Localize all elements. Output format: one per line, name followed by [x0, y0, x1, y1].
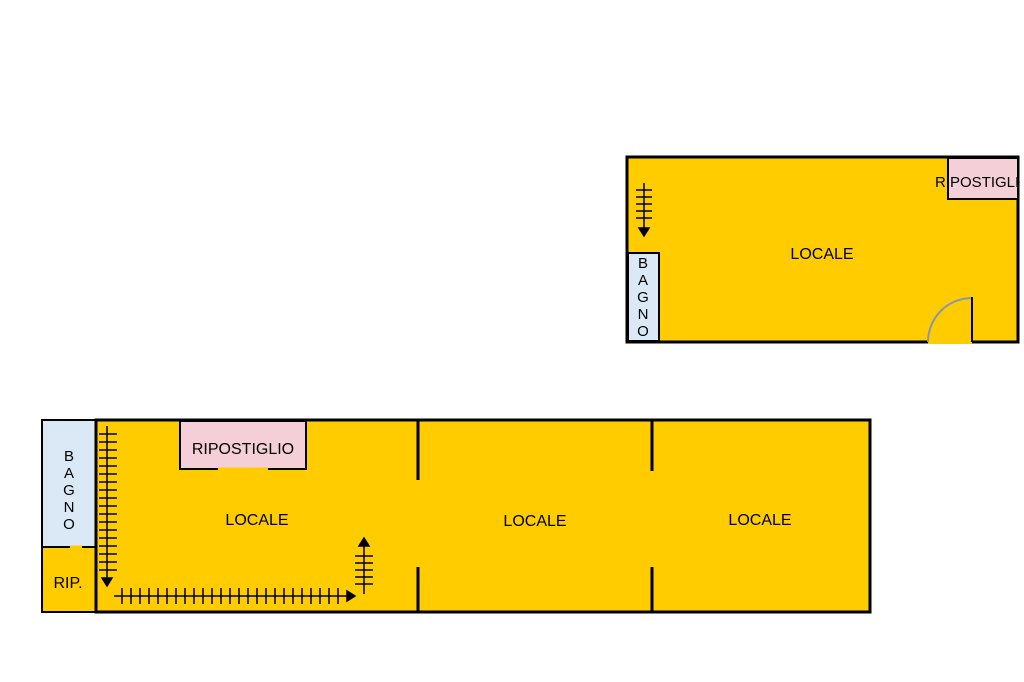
upper-main-room-label: LOCALE: [790, 246, 853, 263]
bathroom-letter: N: [64, 499, 75, 516]
bathroom-letter: B: [64, 448, 74, 465]
upper-floor-plan: LOCALE RIPOSTIGLIO B A G N O: [625, 150, 1024, 350]
lower-bathroom-label: B A G N O: [63, 448, 75, 533]
upper-stairs-icon: [636, 183, 652, 238]
lower-room1-label: LOCALE: [225, 512, 288, 529]
bathroom-letter: A: [64, 465, 74, 482]
upper-bathroom-label: B A G N O: [637, 255, 649, 340]
lower-small-storage: [41, 546, 97, 613]
lower-small-storage-label: RIP.: [53, 575, 82, 592]
lower-storage-label: RIPOSTIGLIO: [192, 441, 294, 458]
bathroom-letter: G: [637, 289, 649, 306]
lower-room2-label: LOCALE: [503, 513, 566, 530]
bathroom-letter: B: [638, 255, 648, 272]
bathroom-letter: O: [637, 323, 649, 340]
upper-storage-label: RIPOSTIGLIO: [935, 174, 1024, 191]
lower-bathroom: [41, 419, 97, 548]
upper-storage: [947, 157, 1019, 200]
lower-floor-plan: RIPOSTIGLIO LOCALE LOCALE LOCALE RIP. B …: [41, 418, 872, 614]
bathroom-letter: A: [638, 272, 648, 289]
door-swing-icon: [927, 297, 973, 343]
lower-vertical-stairs-icon: [99, 426, 117, 588]
lower-horizontal-stairs-icon: [114, 588, 357, 604]
lower-up-stairs-icon: [355, 536, 373, 594]
upper-bathroom: [627, 252, 660, 342]
bathroom-letter: O: [63, 516, 75, 533]
bathroom-letter: G: [63, 482, 75, 499]
bathroom-letter: N: [638, 306, 649, 323]
lower-storage: [179, 420, 307, 470]
lower-room3-label: LOCALE: [728, 512, 791, 529]
